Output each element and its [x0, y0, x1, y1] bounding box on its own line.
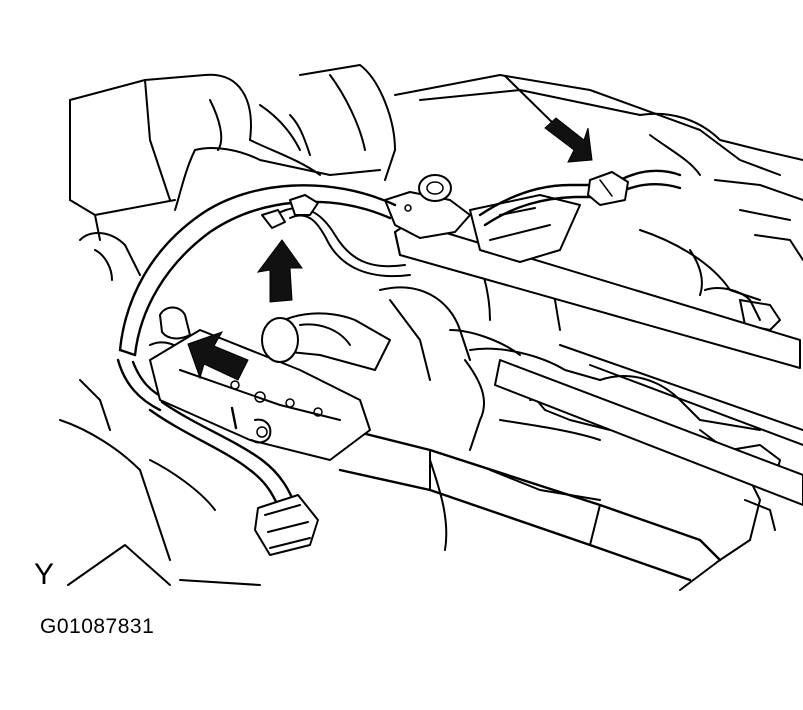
engine-bay-outlines: [59, 64, 803, 591]
callout-arrows: [187, 117, 593, 381]
connector-arrow-right: [544, 117, 593, 163]
view-marker: [67, 544, 171, 586]
connector-arrow-left: [187, 331, 249, 381]
cross-tube: [494, 344, 803, 506]
wire-harness: [116, 169, 682, 556]
clamp-arrow-center: [256, 239, 303, 303]
center-hose: [261, 312, 391, 371]
figure-code: G01087831: [40, 615, 155, 638]
view-label: Y: [34, 558, 55, 591]
fuel-rail: [384, 174, 801, 369]
